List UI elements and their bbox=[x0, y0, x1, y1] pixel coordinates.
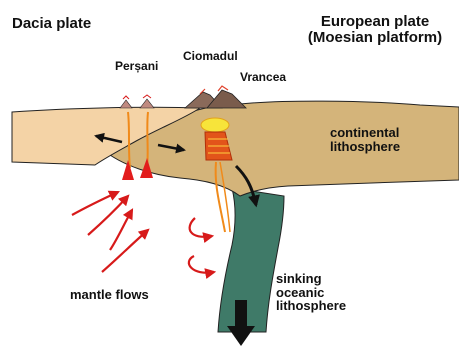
ciomadul-label: Ciomadul bbox=[183, 50, 238, 63]
sinking-label-line3: lithosphere bbox=[276, 299, 346, 313]
ciomadul-volcano-icon bbox=[185, 86, 246, 108]
mantle-flow-arrows bbox=[72, 192, 214, 273]
european-plate-label-line1: European plate bbox=[300, 14, 450, 30]
continental-label-line1: continental bbox=[330, 126, 400, 140]
sinking-label-line1: sinking bbox=[276, 272, 346, 286]
dacia-plate-label: Dacia plate bbox=[12, 16, 91, 32]
mantle-flows-label: mantle flows bbox=[70, 288, 149, 302]
vrancea-label: Vrancea bbox=[240, 71, 286, 84]
persani-volcano-icon bbox=[120, 95, 154, 108]
persani-label: Perșani bbox=[115, 60, 158, 73]
sinking-oceanic-lithosphere-label: sinking oceanic lithosphere bbox=[276, 272, 346, 313]
sinking-label-line2: oceanic bbox=[276, 286, 346, 300]
continental-lithosphere-label: continental lithosphere bbox=[330, 126, 400, 153]
european-plate-label: European plate (Moesian platform) bbox=[300, 14, 450, 46]
european-plate-label-line2: (Moesian platform) bbox=[300, 30, 450, 46]
continental-label-line2: lithosphere bbox=[330, 140, 400, 154]
